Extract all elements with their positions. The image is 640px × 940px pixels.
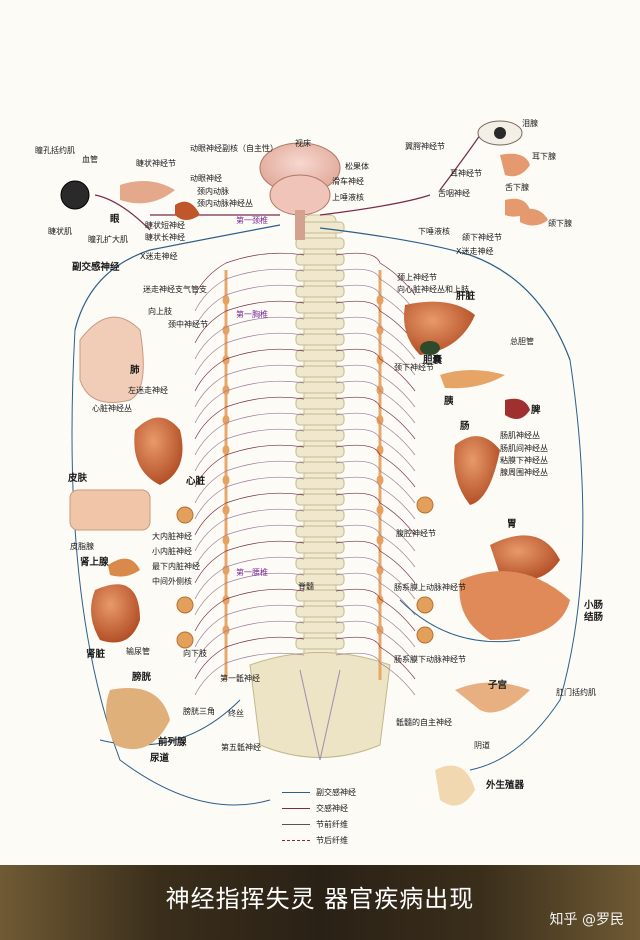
label-bile-duct: 总胆管 bbox=[510, 338, 534, 346]
label-lung: 肺 bbox=[130, 366, 140, 376]
label-cervical-lower: 颈下神经节 bbox=[394, 364, 434, 372]
legend-item: 节前纤维 bbox=[282, 817, 402, 833]
label-bladder-triangle: 膀胱三角 bbox=[183, 708, 215, 716]
label-stomach: 胃 bbox=[507, 520, 517, 530]
label-glossopharyngeal: 舌咽神经 bbox=[438, 190, 470, 198]
legend-label: 节后纤维 bbox=[316, 835, 348, 846]
label-glandular: 腺周围神经丛 bbox=[500, 469, 548, 477]
label-uterus: 子宫 bbox=[488, 681, 507, 691]
label-greater-splanchnic: 大内脏神经 bbox=[152, 533, 192, 541]
label-lacrimal: 泪腺 bbox=[522, 120, 538, 128]
legend-item: 副交感神经 bbox=[282, 785, 402, 801]
legend-label: 副交感神经 bbox=[316, 787, 356, 798]
label-pancreas: 胰 bbox=[444, 397, 454, 407]
label-first-lumbar: 第一腰椎 bbox=[236, 569, 268, 577]
banner-title: 神经指挥失灵 器官疾病出现 bbox=[0, 879, 640, 914]
label-superior-mesenteric: 肠系膜上动脉神经节 bbox=[394, 584, 466, 592]
label-heart: 心脏 bbox=[186, 477, 205, 487]
label-parasympathetic: 副交感神经 bbox=[72, 263, 120, 273]
label-pupil-sphincter: 瞳孔括约肌 bbox=[35, 147, 75, 155]
label-cervical-middle: 颈中神经节 bbox=[168, 321, 208, 329]
label-oculomotor-nucleus: 动眼神经副核（自主性） bbox=[190, 145, 278, 153]
label-tongue-lower: 舌下腺 bbox=[505, 184, 529, 192]
label-pterygopalatine: 翼腭神经节 bbox=[405, 143, 445, 151]
label-least-splanchnic: 最下内脏神经 bbox=[152, 563, 200, 571]
label-first-sacral: 第一骶神经 bbox=[220, 675, 260, 683]
label-sciatic: 终丝 bbox=[228, 710, 244, 718]
label-adrenal: 肾上腺 bbox=[80, 558, 109, 568]
label-intermediolateral: 中间外侧核 bbox=[152, 578, 192, 586]
label-anal-sphincter: 肛门括约肌 bbox=[556, 689, 596, 697]
label-liver: 肝脏 bbox=[456, 292, 475, 302]
label-vagus-right: X迷走神经 bbox=[456, 248, 493, 256]
label-submucous: 肠肌间神经丛 bbox=[500, 445, 548, 453]
label-fifth-sacral: 第五骶神经 bbox=[221, 744, 261, 752]
label-jaw-lower: 颌下腺 bbox=[548, 220, 572, 228]
label-prostate: 前列腺 bbox=[158, 738, 187, 748]
label-kidney: 肾脏 bbox=[86, 650, 105, 660]
nervous-system-illustration bbox=[0, 0, 640, 865]
legend-swatch bbox=[282, 808, 310, 809]
label-upper-limb: 向上肢 bbox=[148, 308, 172, 316]
legend-item: 节后纤维 bbox=[282, 833, 402, 849]
label-vagus-bronchial: 迷走神经支气管支 bbox=[143, 286, 207, 294]
label-ciliary-body: 睫状肌 bbox=[48, 228, 72, 236]
label-genitals: 外生殖器 bbox=[486, 781, 524, 791]
label-sweat: 皮脂腺 bbox=[70, 543, 94, 551]
label-spinal-cord: 脊髓 bbox=[298, 583, 314, 591]
label-vagus-left: X迷走神经 bbox=[140, 253, 177, 261]
label-first-cervical: 第一颈椎 bbox=[236, 217, 268, 225]
label-trochlear: 滑车神经 bbox=[332, 178, 364, 186]
caption-banner: 神经指挥失灵 器官疾病出现 知乎 @罗民 bbox=[0, 865, 640, 940]
label-colon: 结肠 bbox=[584, 613, 603, 623]
legend-swatch bbox=[282, 840, 310, 841]
label-pupil-dilator: 瞳孔扩大肌 bbox=[88, 236, 128, 244]
label-pineal: 松果体 bbox=[345, 163, 369, 171]
label-ear-lower: 耳下腺 bbox=[532, 153, 556, 161]
label-spleen: 脾 bbox=[531, 406, 541, 416]
label-first-thoracic: 第一胸椎 bbox=[236, 311, 268, 319]
label-vagina: 阴道 bbox=[474, 742, 490, 750]
spinal-column bbox=[250, 215, 390, 760]
legend-swatch bbox=[282, 824, 310, 825]
label-ciliary-short: 睫状短神经 bbox=[145, 222, 185, 230]
label-bladder: 膀胱 bbox=[132, 673, 151, 683]
legend-item: 交感神经 bbox=[282, 801, 402, 817]
legend-label: 交感神经 bbox=[316, 803, 348, 814]
label-eye: 眼 bbox=[110, 215, 120, 225]
label-thalamus: 视床 bbox=[295, 140, 311, 148]
label-urethra: 尿道 bbox=[150, 754, 169, 764]
label-inferior-mesenteric: 肠系膜下动脉神经节 bbox=[394, 656, 466, 664]
label-skin: 皮肤 bbox=[68, 474, 87, 484]
legend-swatch bbox=[282, 792, 310, 793]
legend: 副交感神经 交感神经 节前纤维 节后纤维 bbox=[282, 785, 402, 849]
label-ureter: 输尿管 bbox=[126, 648, 150, 656]
label-lower-limb: 向下肢 bbox=[183, 650, 207, 658]
label-ciliary-nerve: 睫状神经节 bbox=[136, 160, 176, 168]
label-upper-saliva: 上唾液核 bbox=[332, 194, 364, 202]
label-carotid: 颈内动脉 bbox=[197, 188, 229, 196]
label-lower-saliva: 下唾液核 bbox=[418, 228, 450, 236]
label-ciliary-long: 睫状长神经 bbox=[145, 234, 185, 242]
label-small-intestine: 小肠 bbox=[584, 601, 603, 611]
label-sacral-autonomic: 骶髓的自主神经 bbox=[396, 719, 452, 727]
label-upper-cervical: 颈上神经节 bbox=[397, 274, 437, 282]
label-lesser-splanchnic: 小内脏神经 bbox=[152, 548, 192, 556]
label-carotid-plexus: 颈内动脉神经丛 bbox=[197, 200, 253, 208]
zhihu-watermark: 知乎 @罗民 bbox=[550, 909, 624, 929]
label-cardiac-plexus: 心脏神经丛 bbox=[92, 405, 132, 413]
label-vessel: 血管 bbox=[82, 156, 98, 164]
label-oculomotor: 动眼神经 bbox=[190, 175, 222, 183]
label-myenteric: 肠肌神经丛 bbox=[500, 432, 540, 440]
label-left-vagus: 左迷走神经 bbox=[128, 387, 168, 395]
label-celiac: 腹腔神经节 bbox=[396, 530, 436, 538]
label-otic: 耳神经节 bbox=[450, 170, 482, 178]
legend-label: 节前纤维 bbox=[316, 819, 348, 830]
label-intestine: 肠 bbox=[460, 422, 470, 432]
label-submandibular: 颌下神经节 bbox=[462, 234, 502, 242]
label-mucosal: 粘膜下神经丛 bbox=[500, 457, 548, 465]
